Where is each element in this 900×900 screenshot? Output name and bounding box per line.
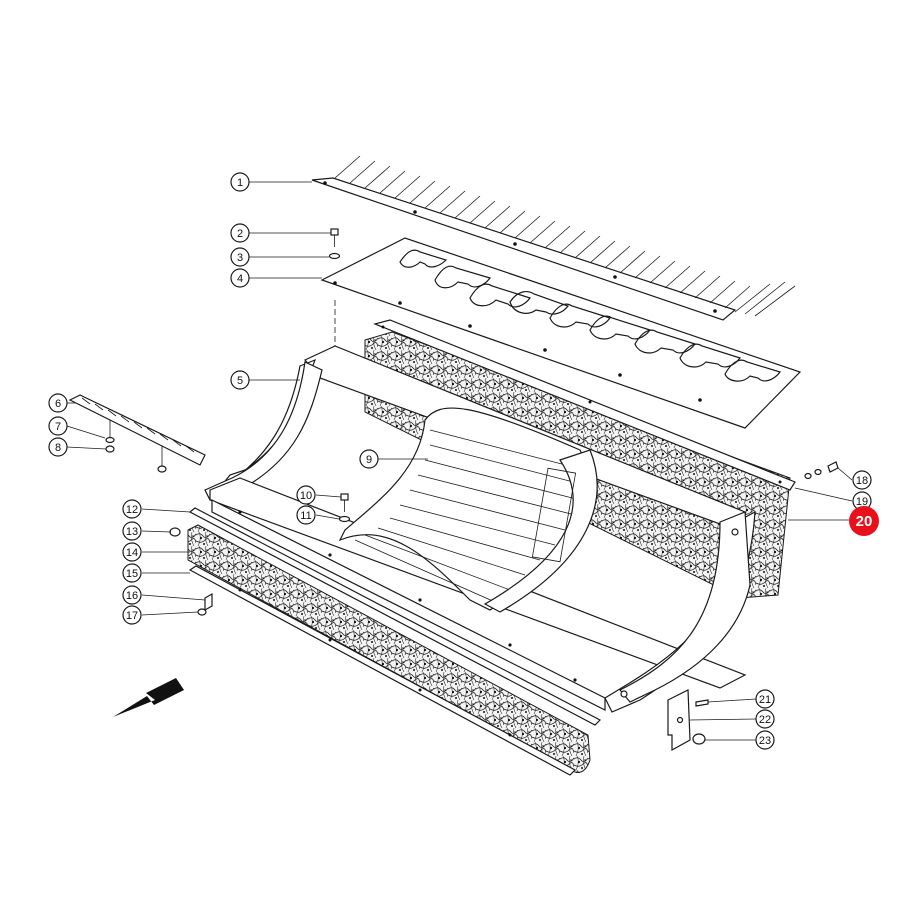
callout-16: 16 [122, 585, 142, 605]
callout-label: 14 [126, 547, 138, 559]
pin-21 [695, 699, 709, 707]
callout-label: 8 [55, 442, 61, 454]
highlight-label: 20 [856, 513, 873, 530]
direction-arrow-icon [113, 678, 184, 717]
leader-lines [66, 181, 853, 741]
callout-12: 12 [122, 499, 142, 519]
bolt-13 [169, 527, 181, 537]
callout-label: 3 [237, 252, 243, 264]
callout-6: 6 [48, 393, 68, 413]
callout-4: 4 [230, 268, 250, 288]
callout-15: 15 [122, 563, 142, 583]
callout-14: 14 [122, 542, 142, 562]
washer-3 [328, 252, 341, 260]
nut-23 [692, 733, 706, 745]
callout-label: 18 [856, 475, 868, 487]
callout-13: 13 [122, 521, 142, 541]
washer-7 [105, 436, 115, 444]
callout-8: 8 [48, 437, 68, 457]
callout-label: 11 [300, 510, 311, 522]
callout-1: 1 [230, 172, 250, 192]
callout-10: 10 [296, 485, 316, 505]
callout-11: 11 [296, 505, 316, 525]
front-strip-12 [188, 507, 602, 726]
front-strip-15 [188, 565, 576, 776]
callout-label: 13 [126, 526, 138, 538]
callout-label: 16 [126, 590, 138, 602]
callout-label: 4 [237, 273, 243, 285]
callout-label: 10 [300, 490, 312, 502]
callout-label: 2 [237, 228, 243, 240]
bolt-10 [340, 493, 349, 512]
slotted-cover-plate [320, 237, 802, 429]
callout-label: 15 [126, 568, 138, 580]
callout-3: 3 [230, 247, 250, 267]
callout-label: 9 [366, 454, 372, 466]
callout-label: 6 [55, 398, 61, 410]
callout-label: 22 [759, 714, 771, 726]
callout-9: 9 [359, 449, 379, 469]
callout-2: 2 [230, 223, 250, 243]
washer-11 [338, 515, 351, 523]
callout-5: 5 [230, 370, 250, 390]
callout-label: 19 [856, 496, 868, 508]
callout-label: 12 [126, 504, 138, 516]
callout-20-highlighted: 20 [849, 506, 879, 536]
callout-label: 21 [759, 694, 771, 706]
concave-grate [338, 407, 598, 613]
highlight-badge [849, 506, 879, 536]
callout-label: 1 [237, 177, 243, 189]
callout-label: 5 [237, 375, 243, 387]
callout-18: 18 [852, 470, 872, 490]
callout-label: 23 [759, 735, 771, 747]
callout-23: 23 [755, 730, 775, 750]
bolt-16 [204, 592, 213, 612]
bracket-22 [667, 689, 691, 752]
callout-17: 17 [122, 605, 142, 625]
toothed-bar [68, 394, 206, 466]
bolt-18 [804, 461, 839, 480]
callout-21: 21 [755, 689, 775, 709]
callout-label: 7 [55, 421, 61, 433]
callout-label: 17 [126, 610, 138, 622]
finger-comb-strip [311, 155, 796, 321]
nut-17 [197, 608, 207, 616]
nut-8 [105, 445, 167, 473]
callout-22: 22 [755, 709, 775, 729]
callout-7: 7 [48, 416, 68, 436]
bolt-2 [330, 228, 339, 247]
